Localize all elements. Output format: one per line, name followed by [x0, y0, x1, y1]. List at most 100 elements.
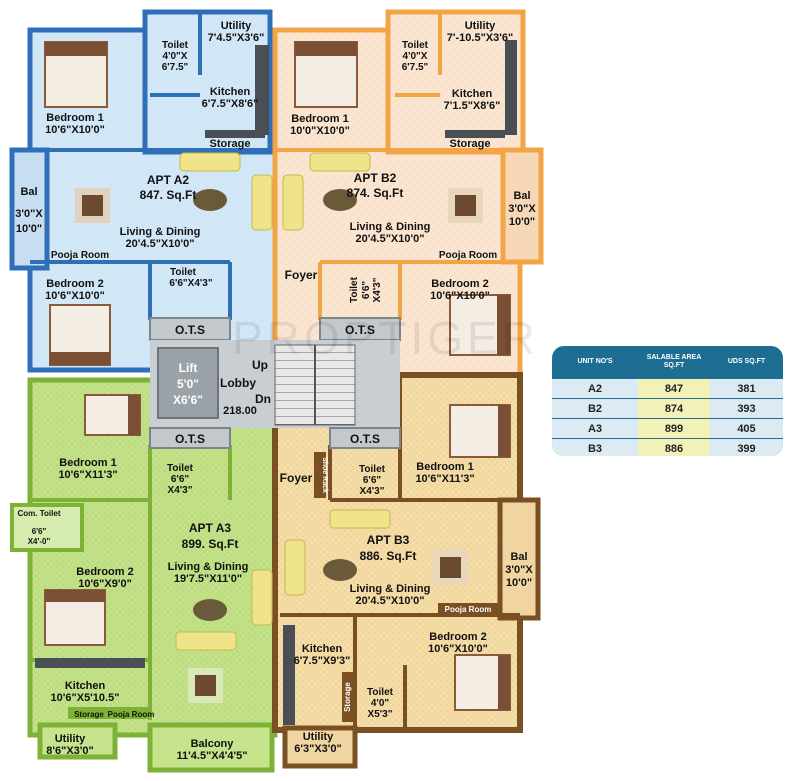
b3-bedroom1-size: 10'6"X11'3" [415, 473, 474, 485]
b2-pooja-label: Pooja Room [439, 250, 497, 261]
watermark: PROPTIGER [232, 312, 539, 364]
uds-cell-unit: A2 [552, 379, 638, 398]
a3-bedroom1-size: 10'6"X11'3" [58, 469, 117, 481]
uds-cell-uds: 393 [710, 399, 783, 418]
a3-balcony-label: Balcony [191, 738, 235, 750]
a2-toilet-size-1: 4'0"X [163, 51, 188, 62]
a3-utility-label: Utility [55, 733, 86, 745]
b2-toilet-label: Toilet [402, 40, 429, 51]
b3-bedroom2-label: Bedroom 2 [429, 631, 486, 643]
b3-bal-label: Bal [510, 551, 527, 563]
b3-kitchen-size: 6'7.5"X9'3" [294, 655, 351, 667]
b2-utility-label: Utility [465, 20, 496, 32]
b2-kitchen-label: Kitchen [452, 88, 493, 100]
uds-header-uds: UDS SQ.FT [727, 358, 766, 365]
uds-table-row: A2 847 381 [552, 378, 783, 398]
a2-living-label: Living & Dining [120, 226, 201, 238]
a3-toilet-size-1: 6'6" [171, 474, 190, 485]
b3-pooja-label: Pooja Room [445, 605, 492, 614]
b3-shoe-rack-label: Shoe Rack [321, 457, 328, 493]
core [149, 317, 401, 449]
b3-living-size: 20'4.5"X10'0" [356, 595, 425, 607]
b3-shoe-rack [314, 452, 326, 498]
bed-a2-2 [49, 304, 111, 366]
b2-apt-area: 874. Sq.Ft [347, 186, 404, 200]
a2-toilet2-label: Toilet [170, 267, 197, 278]
uds-cell-uds: 405 [710, 419, 783, 438]
stairs-down-label: Dn [255, 392, 271, 406]
stairs-up-label: Up [252, 358, 268, 372]
a3-bedroom2-size: 10'6"X9'0" [78, 578, 132, 590]
lift-size: 5'0" [177, 377, 199, 391]
b3-utility-size: 6'3"X3'0" [294, 743, 341, 755]
a2-apt-area: 847. Sq.Ft [140, 188, 197, 202]
b3-kitchen-label: Kitchen [302, 643, 343, 655]
b3-toilet-label: Toilet [359, 464, 386, 475]
a2-toilet-label: Toilet [162, 40, 189, 51]
ots-top-left-label: O.T.S [175, 323, 205, 337]
b3-apt-area: 886. Sq.Ft [360, 549, 417, 563]
a2-bedroom1-label: Bedroom 1 [46, 112, 103, 124]
b2-toilet-size-1: 4'0"X [403, 51, 428, 62]
lift-size-2: X6'6" [173, 393, 203, 407]
b3-bedroom1-label: Bedroom 1 [416, 461, 473, 473]
b3-foyer-label: Foyer [280, 471, 313, 485]
a2-bedroom2-label: Bedroom 2 [46, 278, 103, 290]
a3-kitchen-size: 10'6"X5'10.5" [51, 692, 120, 704]
b2-living-label: Living & Dining [350, 221, 431, 233]
a2-bedroom2-size: 10'6"X10'0" [45, 290, 105, 302]
a3-storage-label: Storage [74, 710, 104, 719]
b2-utility-size: 7'-10.5"X3'6" [447, 32, 513, 44]
bed-a3-1 [84, 394, 141, 436]
a3-kitchen-label: Kitchen [65, 680, 106, 692]
b3-storage-strip [342, 672, 354, 722]
a2-utility-size: 7'4.5"X3'6" [208, 32, 265, 44]
ots-top-right-label: O.T.S [345, 323, 375, 337]
b2-bedroom1-size: 10'0"X10'0" [290, 125, 350, 137]
b3-toilet-size-2: X4'3" [360, 486, 385, 497]
bed-a3-2 [44, 589, 106, 646]
uds-table-row: A3 899 405 [552, 418, 783, 438]
b2-toilet2-size-1: 6'6" [361, 281, 372, 300]
uds-header-unit: UNIT NO'S [577, 358, 613, 365]
b3-pooja-strip [438, 603, 498, 615]
b2-toilet-size-2: 6'7.5" [402, 62, 429, 73]
ots-bottom-left-label: O.T.S [175, 432, 205, 446]
bed-b3-2 [454, 654, 511, 711]
a3-storage-strip [68, 707, 110, 719]
a3-bedroom1-label: Bedroom 1 [59, 457, 116, 469]
a3-com-toilet-size-2: X4'-0" [28, 537, 51, 546]
uds-cell-salable: 847 [638, 379, 710, 398]
a3-bedroom2-label: Bedroom 2 [76, 566, 133, 578]
uds-cell-unit: B3 [552, 439, 638, 456]
b3-toilet2-size-2: X5'3" [368, 709, 393, 720]
furniture [44, 41, 511, 711]
a2-utility-label: Utility [221, 20, 252, 32]
a3-com-toilet-size-1: 6'6" [32, 527, 47, 536]
b2-bedroom1-label: Bedroom 1 [291, 113, 348, 125]
a2-bedroom1-size: 10'6"X10'0" [45, 124, 105, 136]
bed-b3-1 [449, 404, 511, 458]
b2-kitchen-size: 7'1.5"X8'6" [444, 100, 501, 112]
uds-cell-salable: 899 [638, 419, 710, 438]
a2-apt-name: APT A2 [147, 173, 190, 187]
b2-bedroom2-size: 10'6"X10'0" [430, 290, 490, 302]
uds-cell-unit: A3 [552, 419, 638, 438]
a2-kitchen-label: Kitchen [210, 86, 251, 98]
b2-living-size: 20'4.5"X10'0" [356, 233, 425, 245]
a2-storage-label: Storage [210, 138, 251, 150]
b2-bal-label: Bal [513, 190, 530, 202]
b2-foyer-label: Foyer [285, 268, 318, 282]
b2-toilet2-size-2: X4'3" [372, 277, 383, 302]
b3-toilet2-size-1: 4'0" [371, 698, 390, 709]
b2-apt-name: APT B2 [354, 171, 397, 185]
a2-toilet2-size: 6'6"X4'3" [169, 278, 212, 289]
a3-pooja-strip [110, 707, 152, 719]
a3-toilet-label: Toilet [167, 463, 194, 474]
b2-bedroom2-label: Bedroom 2 [431, 278, 488, 290]
a2-bal-label: Bal [20, 186, 37, 198]
lift-label: Lift [179, 361, 198, 375]
uds-cell-salable: 874 [638, 399, 710, 418]
b3-bedroom2-size: 10'6"X10'0" [428, 643, 488, 655]
